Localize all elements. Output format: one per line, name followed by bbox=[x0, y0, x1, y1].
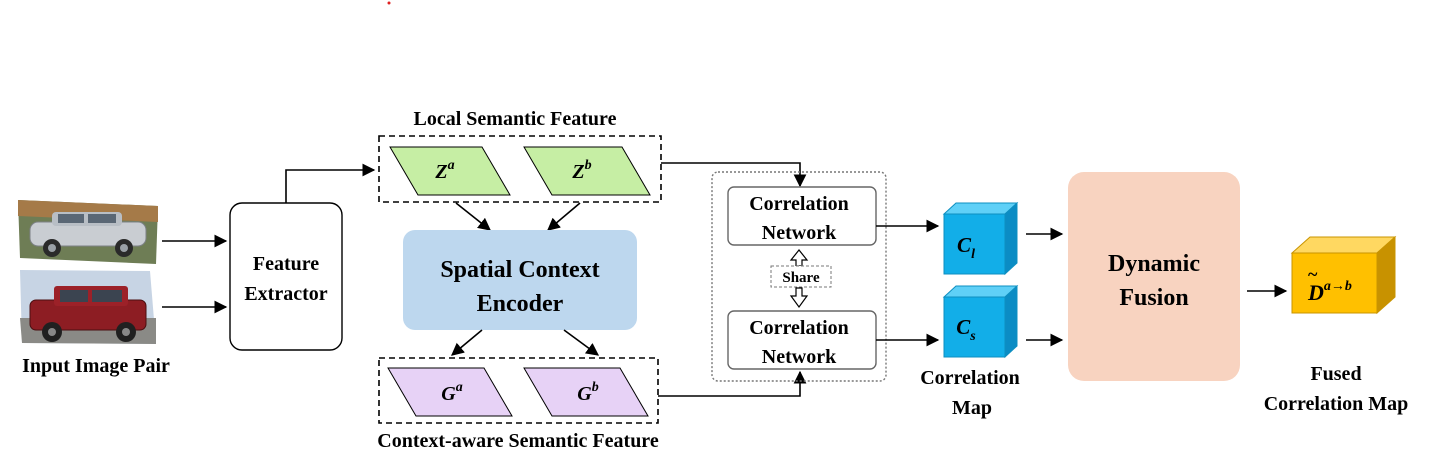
feature-za-label: Za bbox=[434, 158, 454, 183]
cube-fused bbox=[1290, 235, 1397, 315]
arrow-encoder-to-ga bbox=[451, 329, 483, 356]
input-image-bottom bbox=[20, 270, 156, 344]
cube-cl bbox=[942, 201, 1019, 276]
context-aware-semantic-feature-title: Context-aware Semantic Feature bbox=[377, 430, 659, 452]
correlation-network-top-line1: Correlation bbox=[749, 193, 849, 215]
feature-extractor-label-line1: Feature bbox=[253, 253, 319, 275]
feature-ga-label: Ga bbox=[441, 380, 462, 405]
feature-extractor-label-line2: Extractor bbox=[244, 283, 327, 305]
share-tag-label: Share bbox=[782, 270, 820, 286]
fused-map-tilde: ~ bbox=[1308, 264, 1318, 284]
feature-ga-parallelogram bbox=[387, 367, 513, 417]
local-feature-dashed-frame bbox=[378, 135, 662, 203]
encoder-label-line1: Spatial Context bbox=[440, 257, 599, 283]
encoder-label-line2: Encoder bbox=[477, 291, 564, 317]
dynamic-fusion-label-line2: Fusion bbox=[1119, 285, 1188, 311]
fused-map-symbol: Da→b bbox=[1307, 279, 1352, 305]
cube-cs-label: Cs bbox=[956, 315, 976, 344]
feature-extractor-box bbox=[229, 202, 343, 351]
correlation-map-label-line1: Correlation bbox=[920, 367, 1020, 389]
fused-correlation-map-label-line1: Fused bbox=[1310, 363, 1361, 385]
input-image-pair-label: Input Image Pair bbox=[22, 355, 170, 377]
cube-cl-label: Cl bbox=[957, 233, 975, 262]
correlation-network-top-line2: Network bbox=[762, 222, 837, 244]
fused-correlation-map-label-line2: Correlation Map bbox=[1264, 393, 1409, 415]
cube-cs bbox=[942, 284, 1019, 359]
share-hollow-arrow-up bbox=[789, 249, 809, 267]
local-semantic-feature-title: Local Semantic Feature bbox=[414, 108, 617, 130]
correlation-network-bottom-line2: Network bbox=[762, 346, 837, 368]
arrow-encoder-to-gb bbox=[563, 329, 600, 356]
arrow-za-to-encoder bbox=[455, 202, 492, 231]
feature-zb-parallelogram bbox=[523, 146, 651, 196]
correlation-network-top-box bbox=[727, 186, 877, 246]
correlation-network-bottom-line1: Correlation bbox=[749, 317, 849, 339]
correlation-map-label-line2: Map bbox=[952, 397, 992, 419]
arrow-extractor-to-local-feature bbox=[285, 163, 376, 203]
input-image-top bbox=[18, 200, 158, 264]
correlation-group-dotted-frame bbox=[711, 171, 887, 382]
dynamic-fusion-label-line1: Dynamic bbox=[1108, 251, 1200, 277]
share-hollow-arrow-down bbox=[789, 287, 809, 309]
feature-gb-label: Gb bbox=[577, 380, 598, 405]
arrow-local-to-correlation-top bbox=[661, 162, 807, 188]
context-feature-dashed-frame bbox=[378, 357, 659, 424]
spatial-context-encoder-box bbox=[403, 230, 637, 330]
feature-zb-label: Zb bbox=[571, 158, 591, 183]
feature-za-parallelogram bbox=[389, 146, 511, 196]
arrow-zb-to-encoder bbox=[547, 202, 581, 231]
arrow-context-to-correlation-bottom bbox=[658, 370, 807, 397]
red-dot-mark bbox=[387, 1, 391, 5]
feature-gb-parallelogram bbox=[523, 367, 649, 417]
share-tag-box bbox=[770, 265, 832, 288]
dynamic-fusion-box bbox=[1068, 172, 1240, 381]
